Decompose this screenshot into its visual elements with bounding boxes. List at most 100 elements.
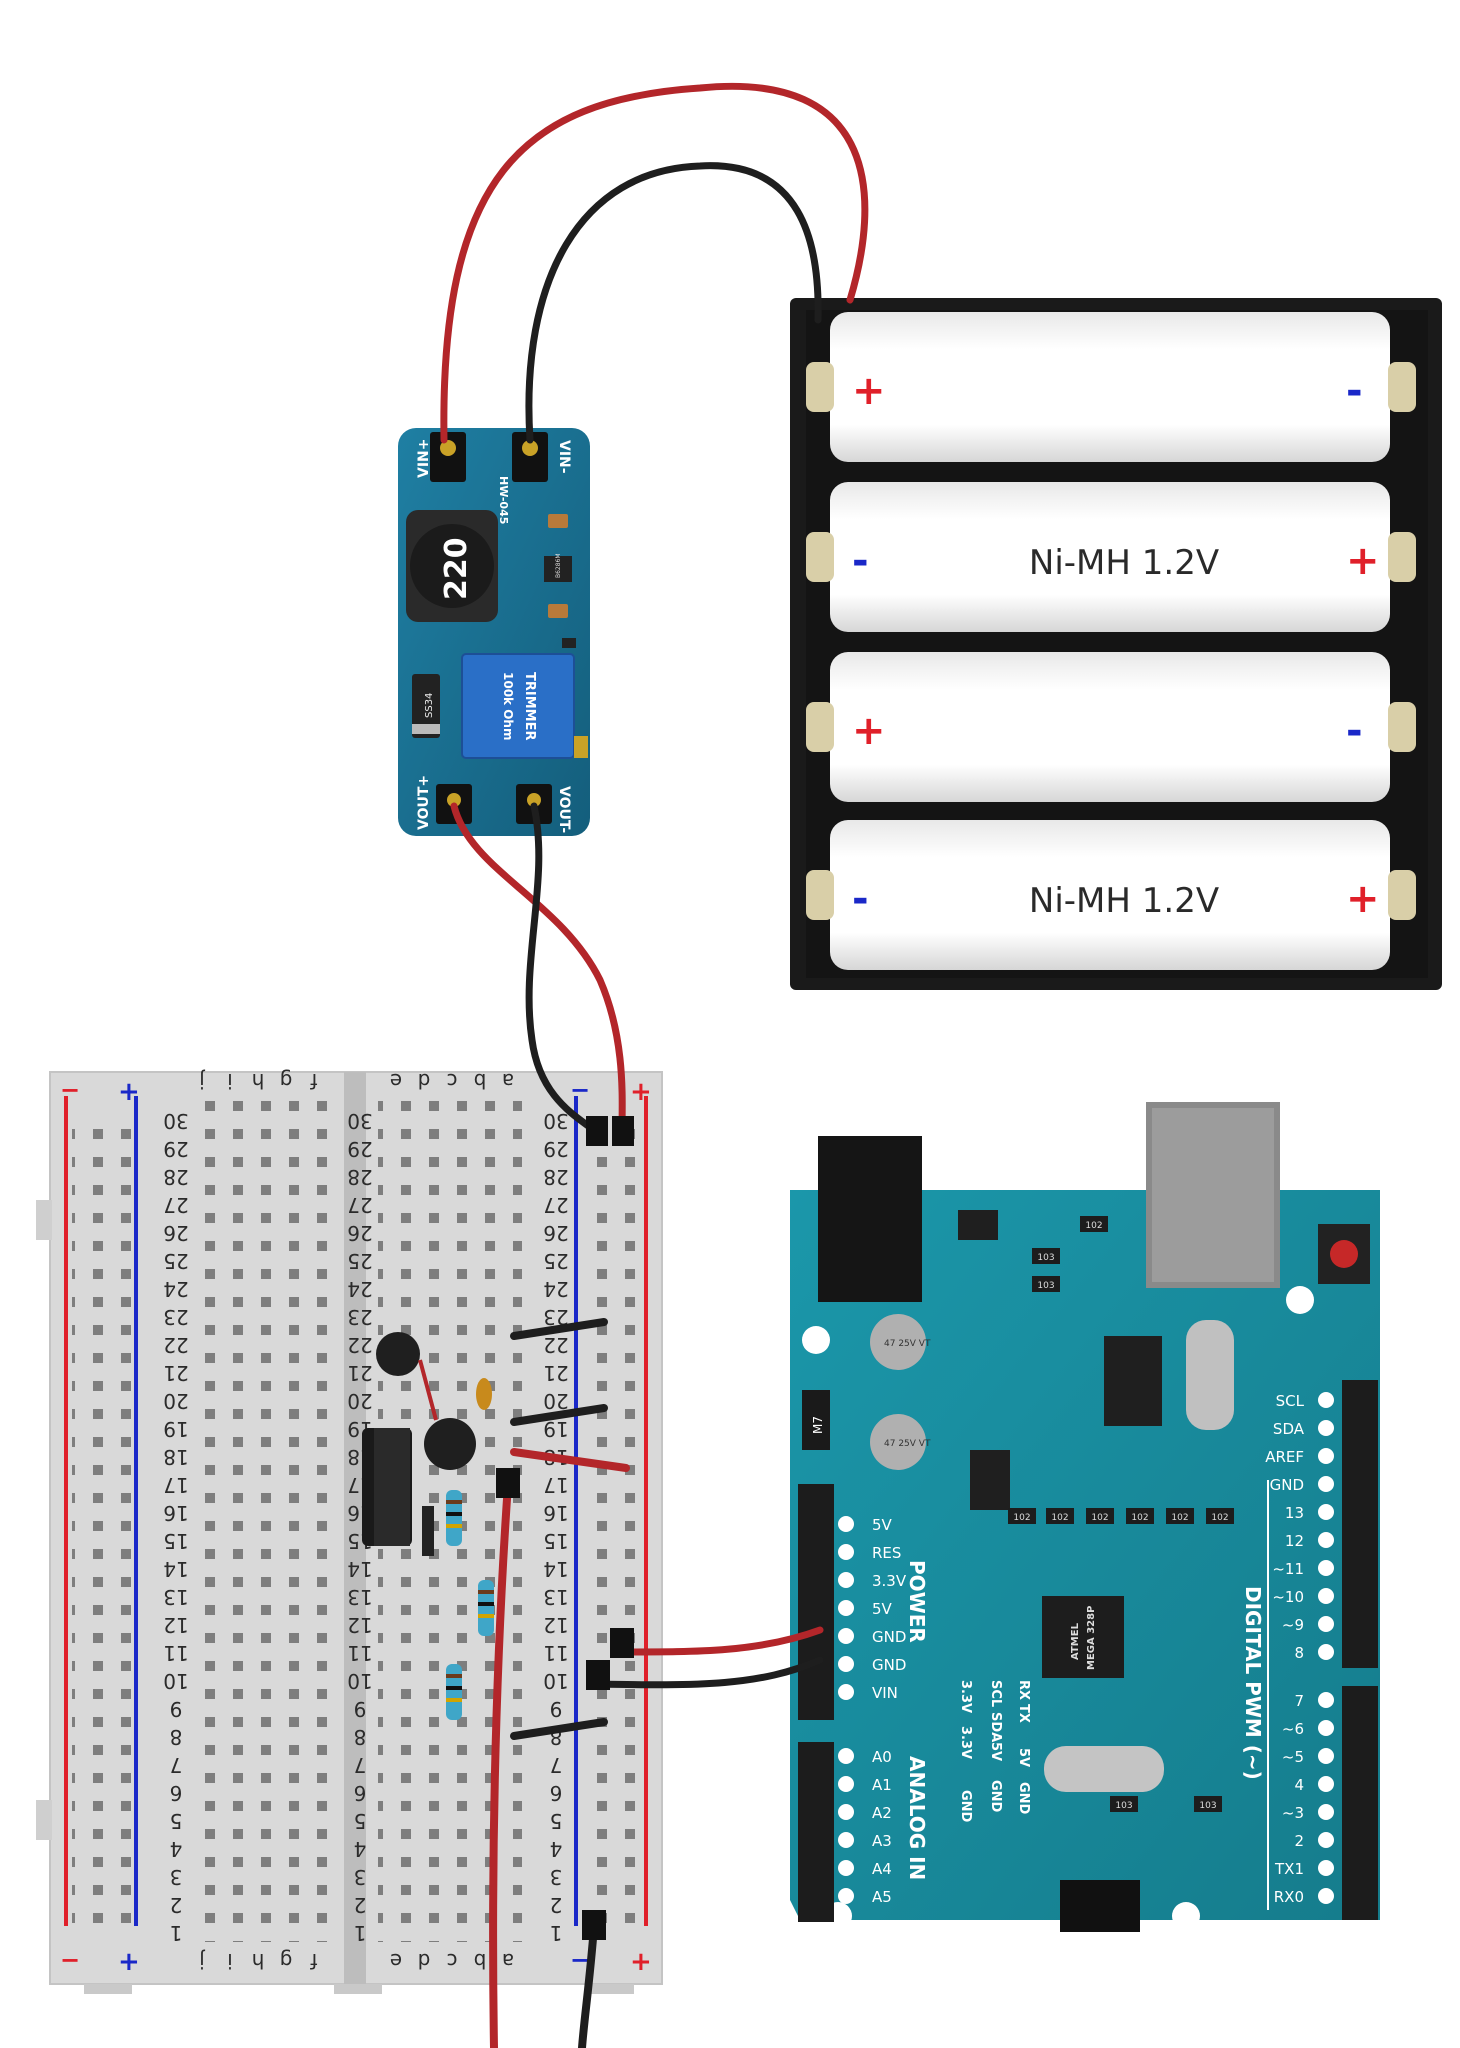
- digital-pin-dot: [1318, 1860, 1334, 1876]
- row-number: 22: [347, 1333, 372, 1357]
- boost-converter-module: VIN+ HW-045 VIN- 220 B6286M SS34 TRIMMER…: [398, 428, 590, 836]
- digital-pin-label: 8: [1294, 1644, 1304, 1662]
- digital-pin-label: TX1: [1274, 1860, 1304, 1878]
- row-number: 13: [163, 1585, 188, 1609]
- digital-pin-dot: [1318, 1888, 1334, 1904]
- resistor-code: 102: [1131, 1513, 1148, 1523]
- row-number: 28: [543, 1165, 568, 1189]
- analog-pin-label: A3: [872, 1832, 892, 1850]
- row-number: 17: [543, 1473, 568, 1497]
- row-number: 10: [163, 1669, 188, 1693]
- row-number: 15: [163, 1529, 188, 1553]
- column-letter: b: [474, 1949, 487, 1973]
- row-number: 2: [550, 1893, 563, 1917]
- row-number: 7: [354, 1753, 367, 1777]
- smd-resistor: [1080, 1216, 1108, 1232]
- column-letter: d: [418, 1949, 431, 1973]
- rail-minus-top-left: −: [60, 1076, 80, 1104]
- row-number: 1: [170, 1921, 183, 1945]
- row-number: 30: [163, 1109, 188, 1133]
- resistor-code: 102: [1051, 1513, 1068, 1523]
- analog-pin-dot: [838, 1860, 854, 1876]
- rail-plus-bottom-left: +: [118, 1947, 140, 1977]
- row-number: 7: [550, 1753, 563, 1777]
- resistor-code: 103: [1199, 1801, 1216, 1811]
- row-number: 23: [163, 1305, 188, 1329]
- digital-pin-dot: [1318, 1692, 1334, 1708]
- row-number: 25: [163, 1249, 188, 1273]
- cell-right-sign: +: [1346, 876, 1380, 922]
- vout-minus-label: VOUT-: [556, 786, 572, 833]
- analog-pin-dot: [838, 1832, 854, 1848]
- trimmer-value: 100k Ohm: [501, 672, 515, 740]
- power-pin-label: 5V: [872, 1600, 893, 1618]
- column-letter: b: [474, 1069, 487, 1093]
- row-number: 12: [347, 1613, 372, 1637]
- diode-label: SS34: [424, 693, 435, 718]
- row-number: 27: [163, 1193, 188, 1217]
- rail-plus-top-left: +: [118, 1077, 140, 1107]
- column-letter: f: [310, 1069, 318, 1093]
- smd-resistor: [1194, 1796, 1222, 1812]
- row-number: 22: [163, 1333, 188, 1357]
- battery-cell: -+Ni-MH 1.2V: [806, 820, 1416, 970]
- row-number: 4: [550, 1837, 563, 1861]
- icsp-label: 3.3V: [958, 1680, 973, 1713]
- digital-pin-dot: [1318, 1392, 1334, 1408]
- vin-minus-label: VIN-: [556, 440, 572, 474]
- icsp-label: SCL: [988, 1680, 1003, 1707]
- analog-pin-label: A4: [872, 1860, 892, 1878]
- wire-signal-red: [489, 1480, 512, 2048]
- model-label: HW-045: [497, 476, 510, 524]
- column-letter: d: [418, 1069, 431, 1093]
- row-number: 20: [347, 1389, 372, 1413]
- resistor-code: 103: [1037, 1281, 1054, 1291]
- column-letter: g: [280, 1069, 293, 1093]
- column-letter: h: [252, 1949, 265, 1973]
- row-number: 29: [543, 1137, 568, 1161]
- row-number: 14: [163, 1557, 188, 1581]
- cell-label: Ni-MH 1.2V: [1029, 881, 1219, 921]
- digital-pin-dot: [1318, 1560, 1334, 1576]
- power-pin-label: GND: [872, 1628, 906, 1646]
- digital-pin-dot: [1318, 1532, 1334, 1548]
- row-number: 3: [354, 1865, 367, 1889]
- battery-cell: +-: [806, 312, 1416, 462]
- row-number: 21: [543, 1361, 568, 1385]
- rail-minus-top-right: −: [570, 1076, 590, 1104]
- icsp-label: 3.3V: [958, 1726, 973, 1759]
- row-number: 30: [543, 1109, 568, 1133]
- digital-pin-label: 2: [1294, 1832, 1304, 1850]
- analog-pin-label: A2: [872, 1804, 892, 1822]
- column-letter: f: [310, 1949, 318, 1973]
- power-pin-label: RES: [872, 1544, 901, 1562]
- row-number: 26: [163, 1221, 188, 1245]
- row-number: 14: [347, 1557, 372, 1581]
- digital-pin-label: GND: [1270, 1476, 1304, 1494]
- row-number: 21: [347, 1361, 372, 1385]
- row-number: 26: [347, 1221, 372, 1245]
- row-number: 6: [170, 1781, 183, 1805]
- row-number: 19: [543, 1417, 568, 1441]
- row-number: 20: [163, 1389, 188, 1413]
- power-pin-label: 3.3V: [872, 1572, 907, 1590]
- chip-label: ATMEL: [1070, 1622, 1081, 1660]
- row-number: 26: [543, 1221, 568, 1245]
- battery-cell: +-: [806, 652, 1416, 802]
- column-letter: a: [502, 1949, 514, 1973]
- row-number: 15: [543, 1529, 568, 1553]
- row-number: 25: [543, 1249, 568, 1273]
- row-number: 24: [163, 1277, 188, 1301]
- row-number: 2: [170, 1893, 183, 1917]
- row-number: 25: [347, 1249, 372, 1273]
- row-number: 3: [170, 1865, 183, 1889]
- row-number: 22: [543, 1333, 568, 1357]
- rail-minus-bottom-left: −: [60, 1946, 80, 1974]
- resistor-code: 102: [1091, 1513, 1108, 1523]
- digital-pin-dot: [1318, 1504, 1334, 1520]
- digital-pin-label: ~6: [1282, 1720, 1304, 1738]
- icsp-label: GND: [988, 1780, 1003, 1813]
- icsp-label: GND: [1016, 1782, 1031, 1815]
- vin-plus-label: VIN+: [416, 439, 432, 479]
- resistor-code: 103: [1037, 1253, 1054, 1263]
